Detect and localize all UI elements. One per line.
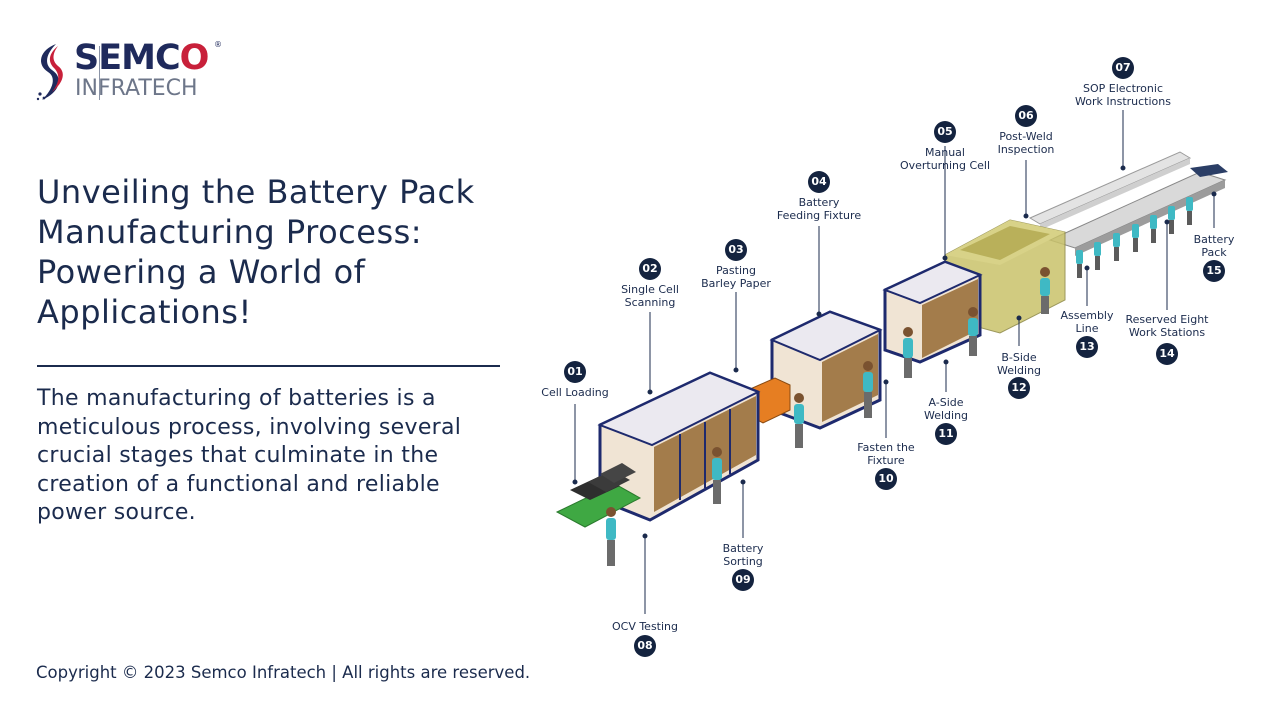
logo-divider (99, 46, 100, 100)
step-02-number: 02 (639, 258, 661, 280)
machine-scanning (597, 371, 761, 522)
assembly-worker-legs (1077, 211, 1192, 278)
step-06-label: Post-Weld Inspection (997, 130, 1055, 156)
logo-wordmark: SEMCO (74, 38, 209, 78)
step-08-number: 08 (634, 635, 656, 657)
step-03-label: Pasting Barley Paper (701, 264, 771, 290)
registered-mark: ® (214, 40, 222, 49)
step-12-label: B-Side Welding (996, 351, 1042, 377)
line-workers (606, 267, 1050, 566)
step-05-number: 05 (934, 121, 956, 143)
step-09-label: Battery Sorting (722, 542, 764, 568)
logo-subtitle: INFRATECH (75, 76, 198, 101)
step-03-number: 03 (725, 239, 747, 261)
step-11-label: A-Side Welding (923, 396, 969, 422)
step-15-label: Battery Pack (1193, 233, 1235, 259)
step-07-label: SOP Electronic Work Instructions (1075, 82, 1171, 108)
step-07-number: 07 (1112, 57, 1134, 79)
step-09-number: 09 (732, 569, 754, 591)
step-10-label: Fasten the Fixture (857, 441, 915, 467)
loading-conveyor (555, 463, 642, 528)
step-02-label: Single Cell Scanning (621, 283, 679, 309)
machine-overturning (882, 260, 983, 364)
step-12-number: 12 (1008, 377, 1030, 399)
logo-swoosh-icon (36, 44, 63, 101)
copyright-notice: Copyright © 2023 Semco Infratech | All r… (36, 663, 531, 682)
step-14-number: 14 (1156, 343, 1178, 365)
step-06-number: 06 (1015, 105, 1037, 127)
callout-leader-lines (572, 110, 1217, 614)
title-divider (37, 365, 500, 367)
company-logo: SEMCO ® INFRATECH (34, 38, 234, 104)
intro-paragraph: The manufacturing of batteries is a meti… (37, 386, 462, 525)
assembly-workers (1076, 197, 1193, 264)
step-05-label: Manual Overturning Cell (899, 146, 991, 172)
step-08-label: OCV Testing (611, 620, 679, 633)
rail-structure (1028, 151, 1192, 230)
step-13-number: 13 (1076, 336, 1098, 358)
step-13-label: Assembly Line (1060, 309, 1114, 335)
step-14-label: Reserved Eight Work Stations (1125, 313, 1209, 339)
step-01-number: 01 (564, 361, 586, 383)
step-11-number: 11 (935, 423, 957, 445)
step-01-label: Cell Loading (541, 386, 609, 399)
step-10-number: 10 (875, 468, 897, 490)
step-15-number: 15 (1203, 260, 1225, 282)
step-04-number: 04 (808, 171, 830, 193)
page-title: Unveiling the Battery Pack Manufacturing… (37, 173, 475, 331)
step-04-label: Battery Feeding Fixture (776, 196, 862, 222)
